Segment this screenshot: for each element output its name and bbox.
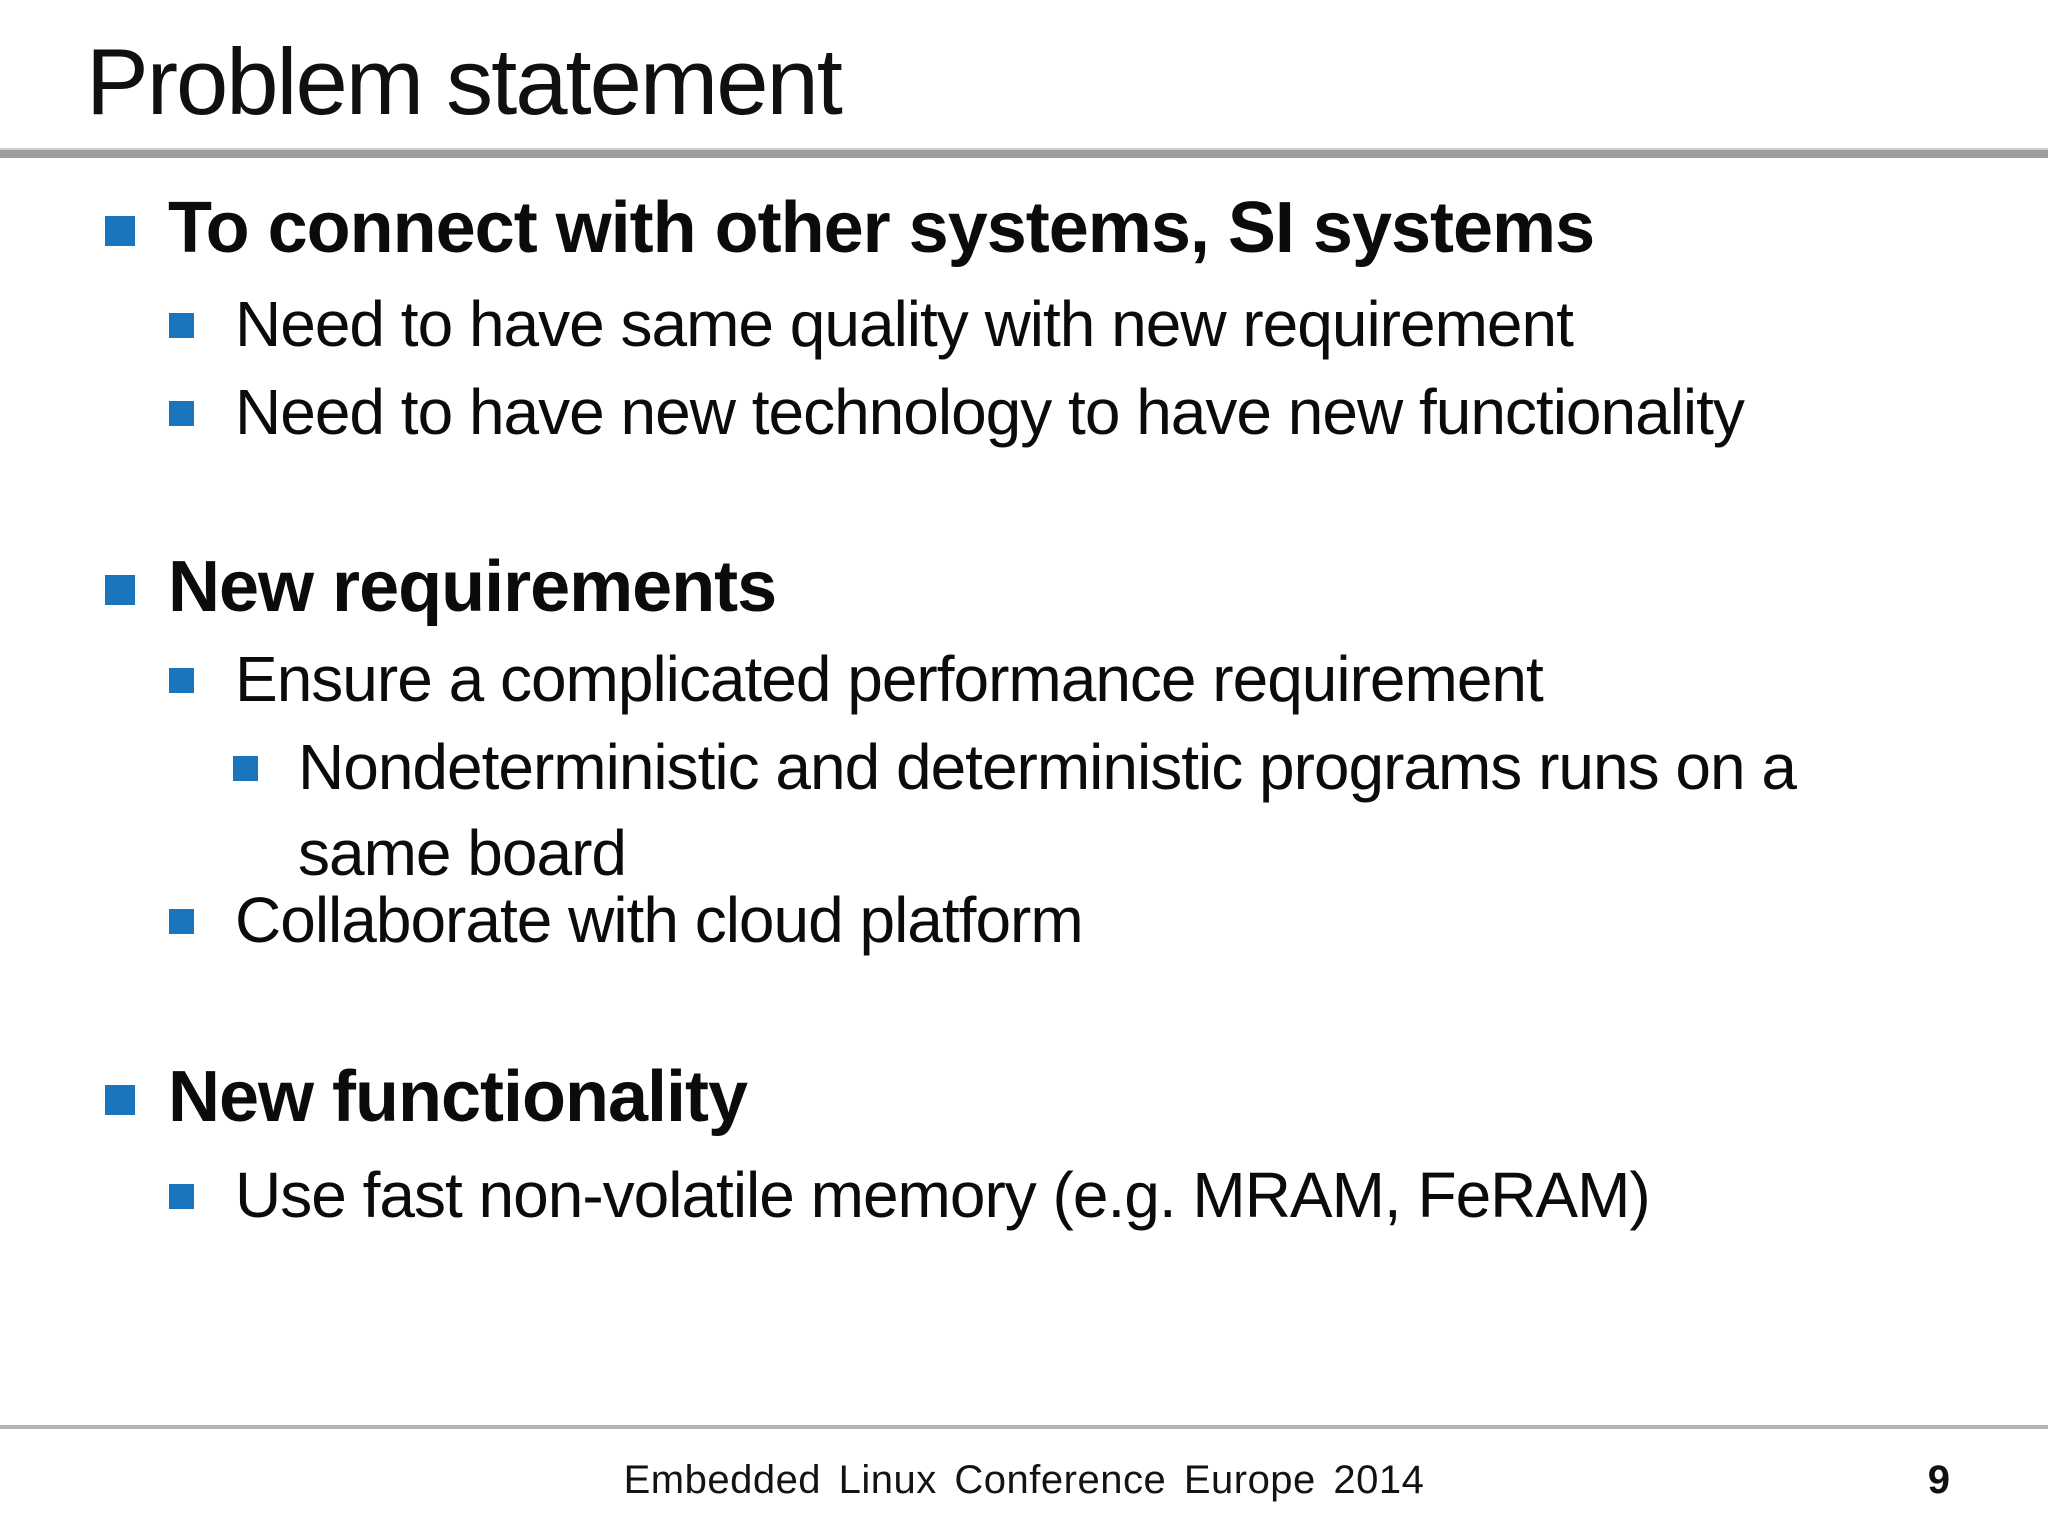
bullet-text: Need to have same quality with new requi… — [235, 288, 1574, 360]
bullet-text: New requirements — [168, 547, 777, 627]
footer-conference-label: Embedded Linux Conference Europe 2014 — [623, 1458, 1425, 1502]
bullet-text: New functionality — [168, 1057, 748, 1137]
page-number: 9 — [1927, 1458, 1950, 1502]
bullet-square-icon — [169, 1184, 194, 1209]
bullet-item-level1: New functionality — [105, 1054, 748, 1140]
bullet-text: Ensure a complicated performance require… — [235, 643, 1544, 715]
slide-title: Problem statement — [86, 29, 843, 134]
bullet-square-icon — [105, 1085, 135, 1115]
bullet-item-level1: To connect with other systems, SI system… — [105, 185, 1595, 271]
bullet-text: Need to have new technology to have new … — [235, 376, 1745, 448]
title-divider-line — [0, 148, 2048, 158]
bullet-square-icon — [169, 313, 194, 338]
bullet-text: Collaborate with cloud platform — [235, 884, 1084, 956]
bullet-square-icon — [233, 756, 258, 781]
bullet-text: To connect with other systems, SI system… — [168, 188, 1595, 268]
bullet-item-level2: Collaborate with cloud platform — [169, 877, 1084, 963]
bullet-text: Nondeterministic and deterministic progr… — [298, 731, 1797, 890]
bullet-square-icon — [105, 216, 135, 246]
bullet-item-level1: New requirements — [105, 544, 777, 630]
bullet-item-level2: Need to have same quality with new requi… — [169, 281, 1574, 367]
bullet-square-icon — [169, 909, 194, 934]
bullet-item-level2: Need to have new technology to have new … — [169, 369, 1745, 455]
bullet-square-icon — [105, 575, 135, 605]
footer-divider-line — [0, 1425, 2048, 1429]
bullet-item-level3: Nondeterministic and deterministic progr… — [233, 724, 1797, 897]
bullet-item-level2: Ensure a complicated performance require… — [169, 636, 1544, 722]
bullet-square-icon — [169, 401, 194, 426]
bullet-square-icon — [169, 668, 194, 693]
bullet-item-level2: Use fast non-volatile memory (e.g. MRAM,… — [169, 1152, 1651, 1238]
bullet-text: Use fast non-volatile memory (e.g. MRAM,… — [235, 1159, 1651, 1231]
